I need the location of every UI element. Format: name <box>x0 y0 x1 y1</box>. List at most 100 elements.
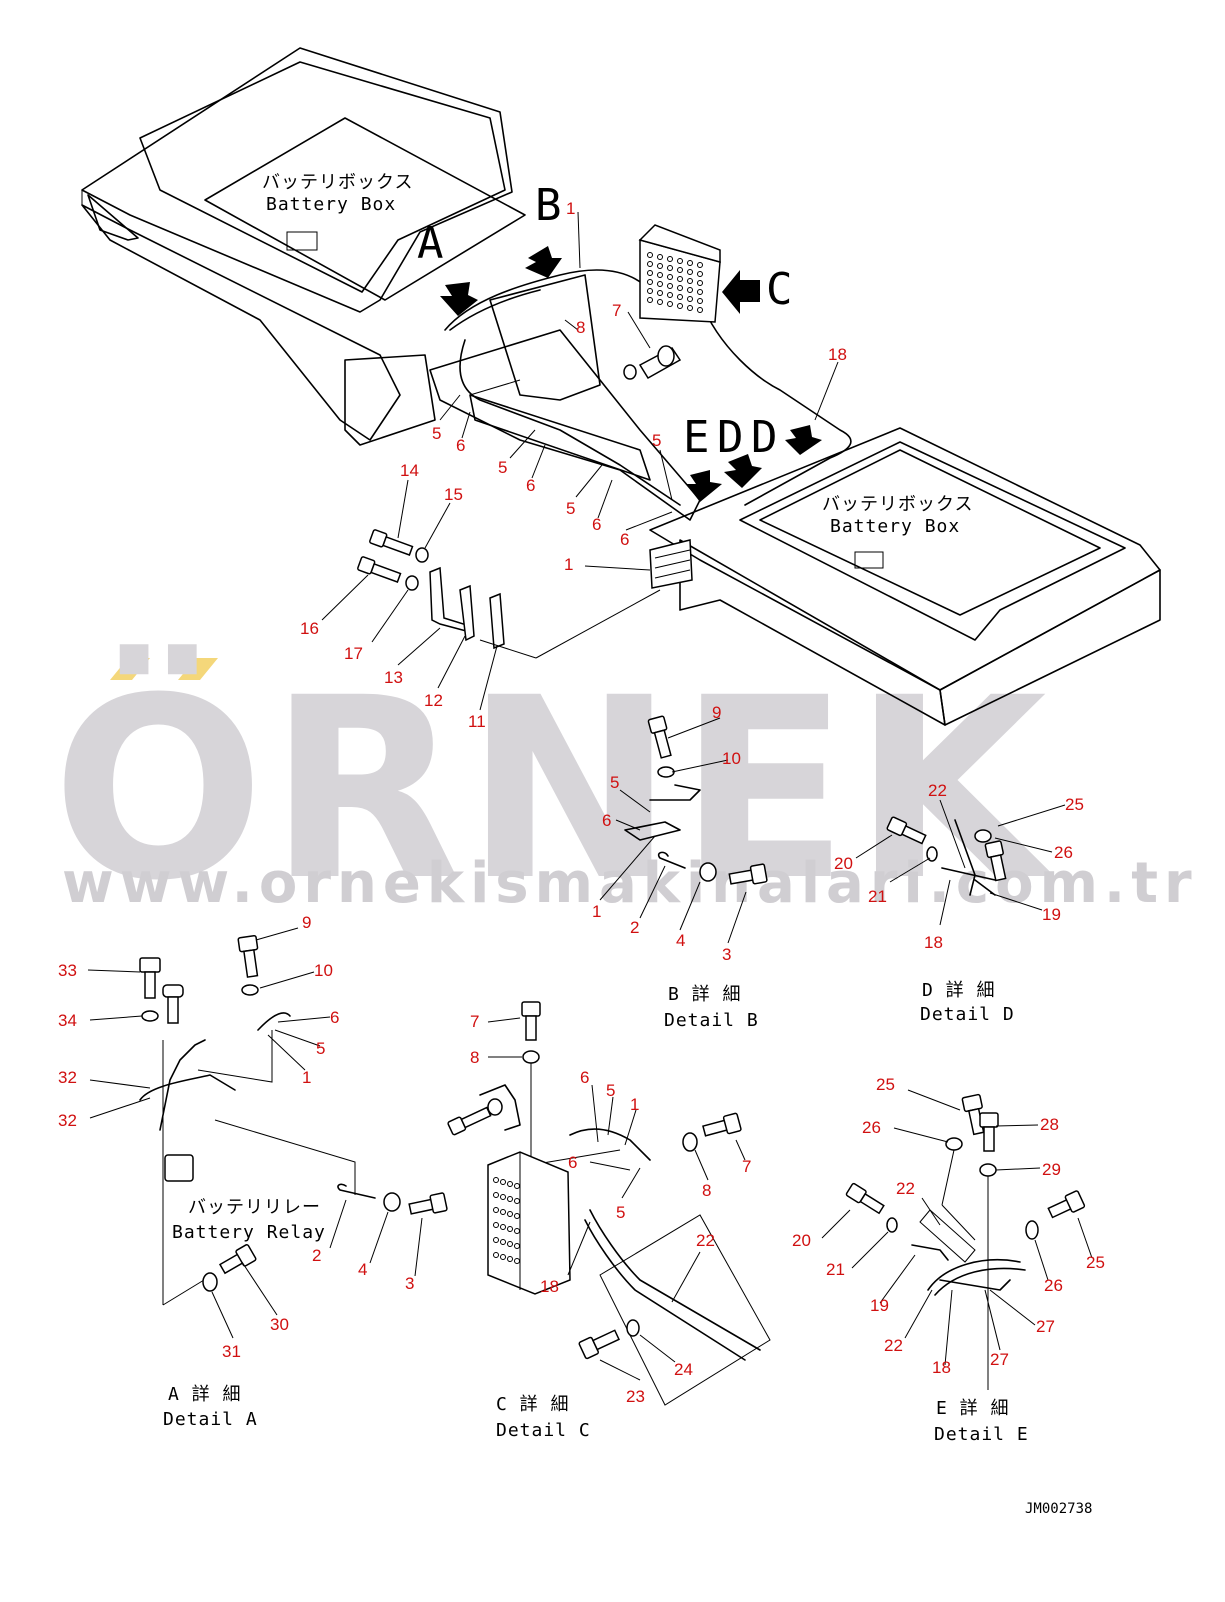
connector-hole <box>667 265 673 271</box>
connector-hole <box>493 1192 499 1198</box>
part-number: 6 <box>580 1068 589 1087</box>
connector-hole <box>500 1179 506 1185</box>
connector-hole <box>507 1241 513 1247</box>
detail-c <box>447 1001 771 1406</box>
watermark-logo: ÖRNEK <box>52 644 1055 935</box>
terminal-block <box>649 539 693 589</box>
part-number: 18 <box>932 1358 951 1377</box>
connector-hole <box>677 267 683 273</box>
part-number: 5 <box>616 1203 625 1222</box>
detail-e-en: Detail E <box>934 1424 1029 1445</box>
part-number: 7 <box>470 1012 479 1031</box>
detail-e <box>845 1093 1086 1390</box>
part-number: 4 <box>358 1260 367 1279</box>
part-number: 25 <box>1086 1253 1105 1272</box>
part-number: 22 <box>884 1336 903 1355</box>
part-number: 19 <box>870 1296 889 1315</box>
connector-hole <box>647 288 653 294</box>
connector-hole <box>514 1258 520 1264</box>
connector-hole <box>697 298 703 304</box>
connector-hole <box>507 1211 513 1217</box>
connector-hole <box>657 254 663 260</box>
connector-hole <box>493 1252 499 1258</box>
connector-hole <box>647 297 653 303</box>
view-label-d2: D <box>751 412 778 463</box>
watermark-url: www.ornekismakinalari.com.tr <box>62 851 1198 916</box>
part-number: 3 <box>405 1274 414 1293</box>
part-number: 5 <box>432 424 441 443</box>
connector-hole <box>493 1177 499 1183</box>
part-number: 15 <box>444 485 463 504</box>
detail-b-jp: B 詳 細 <box>668 984 742 1005</box>
connector-hole <box>687 296 693 302</box>
connector-hole <box>657 299 663 305</box>
part-number: 21 <box>826 1260 845 1279</box>
part-number: 22 <box>696 1231 715 1250</box>
part-numbers: 1 8 7 18 5 6 5 6 5 6 5 6 14 15 16 17 13 … <box>58 199 1105 1406</box>
wiring-harness-18 <box>699 299 852 506</box>
connector-hole <box>657 290 663 296</box>
connector-hole <box>667 274 673 280</box>
battery-box-right-jp: バッテリボックス <box>822 494 973 515</box>
part-number: 18 <box>924 933 943 952</box>
connector-hole <box>500 1224 506 1230</box>
detail-b <box>624 715 768 885</box>
detail-a-en: Detail A <box>163 1409 258 1430</box>
part-number: 1 <box>302 1068 311 1087</box>
connector-hole <box>687 287 693 293</box>
junction-box <box>638 224 721 323</box>
detail-d-jp: D 詳 細 <box>922 980 996 1001</box>
connector-hole <box>493 1222 499 1228</box>
connector-hole <box>667 292 673 298</box>
connector-hole <box>677 285 683 291</box>
connector-hole <box>514 1228 520 1234</box>
connector-hole <box>687 305 693 311</box>
part-number: 5 <box>610 773 619 792</box>
connector-hole <box>507 1226 513 1232</box>
part-number: 5 <box>316 1039 325 1058</box>
connector-hole <box>667 301 673 307</box>
part-number: 8 <box>576 318 585 337</box>
connector-hole <box>500 1254 506 1260</box>
watermark: ÖRNEK www.ornekismakinalari.com.tr <box>52 644 1198 935</box>
detail-a-jp: A 詳 細 <box>168 1384 242 1405</box>
connector-hole <box>500 1209 506 1215</box>
part-number: 20 <box>834 854 853 873</box>
connector-hole <box>667 283 673 289</box>
part-number: 33 <box>58 961 77 980</box>
part-number: 5 <box>652 431 661 450</box>
part-number: 10 <box>314 961 333 980</box>
connector-hole <box>507 1181 513 1187</box>
connector-hole <box>507 1196 513 1202</box>
connector-hole <box>514 1198 520 1204</box>
watermark-accent-right <box>178 658 218 680</box>
part-number: 22 <box>928 781 947 800</box>
connector-hole <box>687 260 693 266</box>
part-number: 10 <box>722 749 741 768</box>
part-number: 26 <box>1044 1276 1063 1295</box>
watermark-accent-left <box>110 658 150 680</box>
part-number: 7 <box>612 301 621 320</box>
battery-box-left-en: Battery Box <box>266 194 396 215</box>
part-number: 9 <box>712 703 721 722</box>
detail-a <box>139 935 448 1306</box>
part-number: 12 <box>424 691 443 710</box>
bracket-parts <box>357 529 661 659</box>
part-number: 1 <box>566 199 575 218</box>
connector-hole <box>657 272 663 278</box>
connector-hole <box>677 258 683 264</box>
part-number: 6 <box>602 811 611 830</box>
part-number: 14 <box>400 461 419 480</box>
part-number: 13 <box>384 668 403 687</box>
connector-hole <box>493 1207 499 1213</box>
battery-relay-en: Battery Relay <box>172 1222 326 1243</box>
connector-hole <box>647 252 653 258</box>
view-label-a: A <box>417 218 444 269</box>
part-number: 8 <box>702 1181 711 1200</box>
connector-hole <box>500 1239 506 1245</box>
connector-hole <box>514 1243 520 1249</box>
part-number: 26 <box>862 1118 881 1137</box>
left-battery-box <box>81 47 526 446</box>
part-number: 11 <box>468 712 486 731</box>
